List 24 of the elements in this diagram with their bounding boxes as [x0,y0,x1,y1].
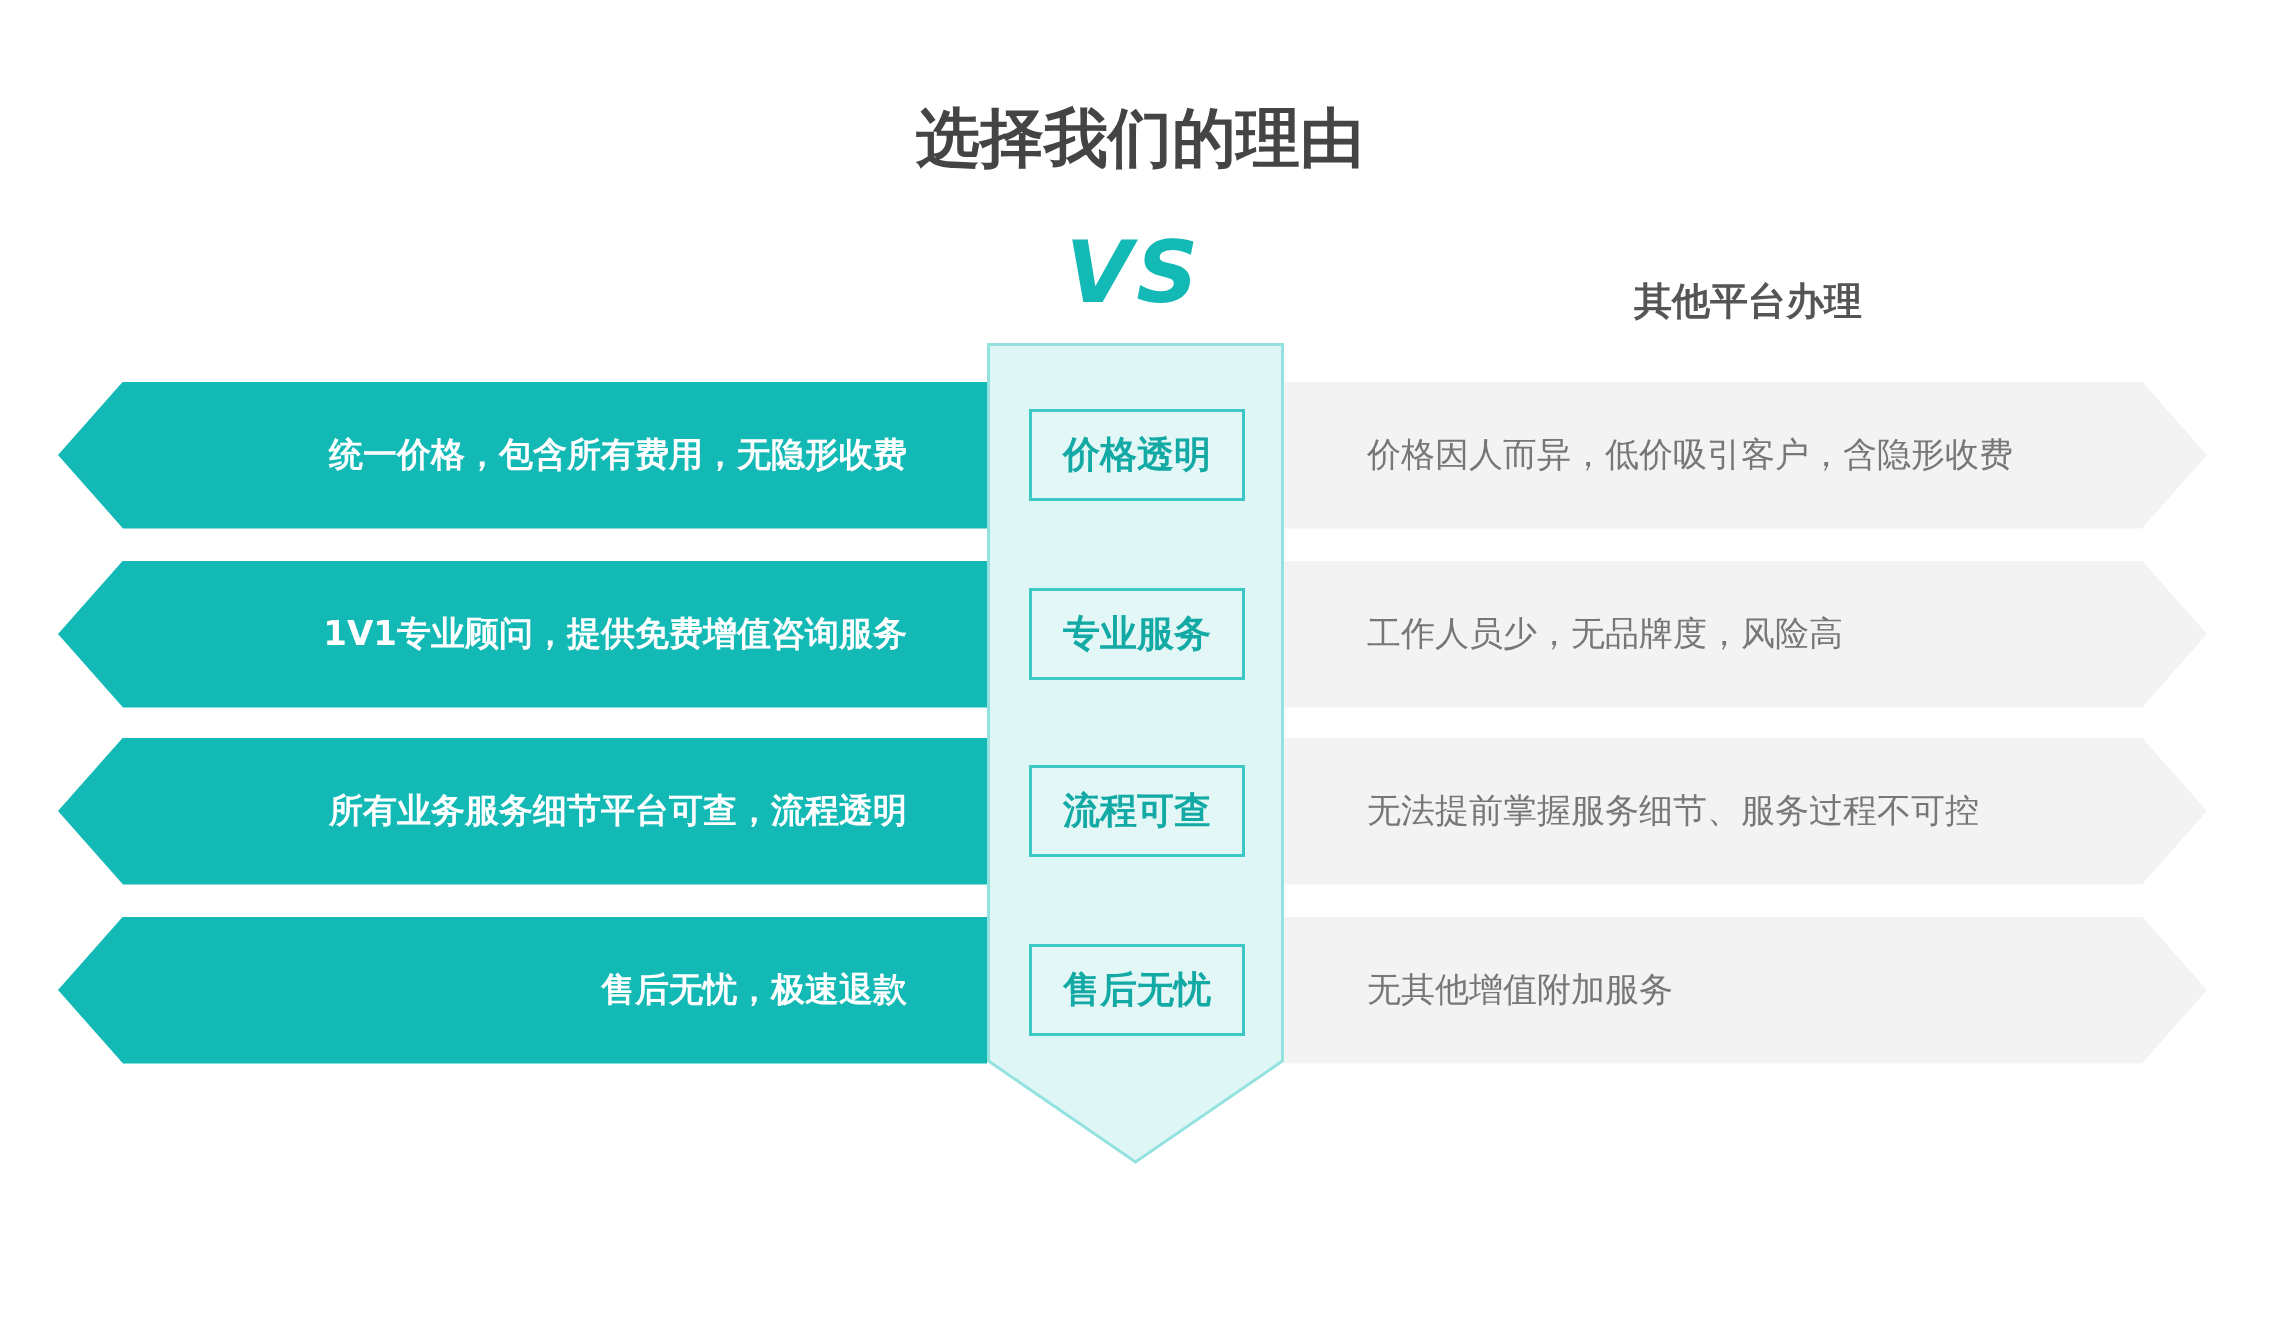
banner-text: 无法提前掌握服务细节、服务过程不可控 [1367,789,1979,832]
banner-text: 工作人员少，无品牌度，风险高 [1367,612,1843,655]
banner-text: 价格因人而异，低价吸引客户，含隐形收费 [1367,433,2013,476]
vs-label: VS [1064,222,1204,322]
arrow-banner [1284,737,2207,885]
label-box: 专业服务 [1029,588,1245,680]
banner-text: 无其他增值附加服务 [1367,968,1673,1011]
arrow-banner [1284,381,2207,529]
arrow-banner [1284,560,2207,708]
arrow-banner [58,916,987,1064]
banner-text: 1V1专业顾问，提供免费增值咨询服务 [323,612,907,655]
label-box: 价格透明 [1029,409,1245,501]
arrow-banner [58,560,987,708]
arrow-banner [1284,916,2207,1064]
label-box: 流程可查 [1029,765,1245,857]
banner-text: 统一价格，包含所有费用，无隐形收费 [329,433,907,476]
title: 选择我们的理由 [915,100,1365,177]
banner-text: 售后无忧，极速退款 [601,968,907,1011]
label-box: 售后无忧 [1029,944,1245,1036]
arrow-banner [58,381,987,529]
arrow-panel [987,343,1284,1165]
banner-text: 所有业务服务细节平台可查，流程透明 [329,789,907,832]
arrow-banner [58,737,987,885]
column-heading: 其他平台办理 [1633,278,1863,325]
